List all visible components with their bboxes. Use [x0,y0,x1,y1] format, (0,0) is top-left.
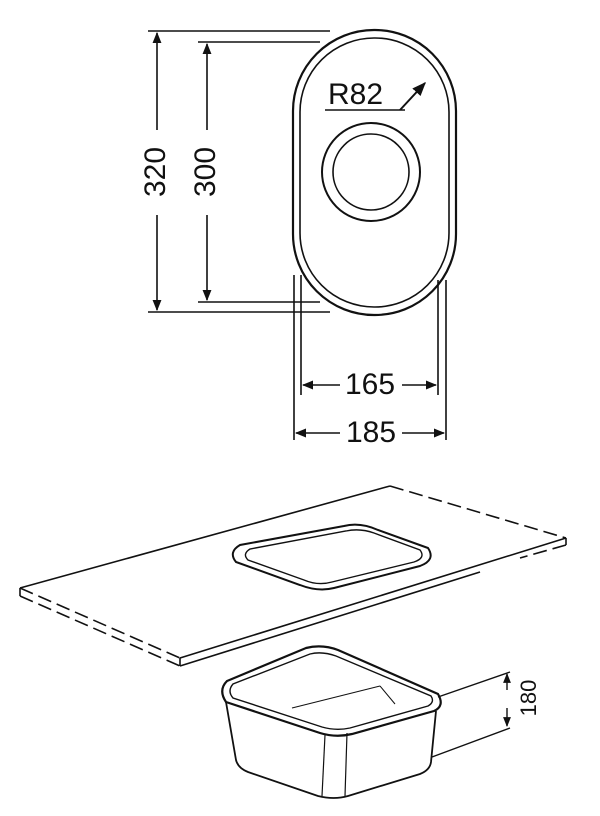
radius-label: R82 [328,78,383,111]
worktop-right-back-dashed [389,485,567,539]
bowl-rim-inner [229,652,434,730]
cutout-inner-edge [244,529,423,585]
inner-length-dimension [198,41,320,303]
width-dimensions [293,275,447,440]
worktop-right-side-dashed [519,544,567,559]
depth-top-extension [437,671,511,698]
cutout-outer-edge [231,523,432,591]
depth-bottom-extension [431,727,511,758]
worktop [19,485,567,667]
inner-width-label: 165 [345,368,395,401]
worktop-left-bottom-dashed [19,595,181,667]
worktop-left-side-dashed [19,587,181,659]
inner-length-label: 300 [189,147,222,197]
top-view [291,28,458,317]
worktop-back-edge-solid [19,485,391,589]
depth-label: 180 [516,680,541,717]
bowl-inner-back-edge [291,685,381,709]
sink-outer-outline [291,28,458,317]
bowl-left-wall [225,701,437,799]
worktop-cutout [231,523,432,591]
bowl-rim-outer [221,645,442,737]
drain-outer-ring [321,122,421,222]
sink-inner-outline [299,37,450,308]
outer-width-label: 185 [346,416,396,449]
radius-arrow-line [399,81,426,111]
bowl-front-corner-crease-2 [344,732,348,797]
depth-dimension [431,671,511,758]
outer-length-dimension [148,30,330,313]
outer-length-label: 320 [139,147,172,197]
drain-inner-ring [332,133,410,211]
worktop-front-bottom-edge [179,571,481,667]
bowl-inner-side-edge [379,685,396,705]
sink-bowl [221,645,442,799]
bowl-front-corner-crease [321,734,326,797]
worktop-front-edge [179,537,567,659]
